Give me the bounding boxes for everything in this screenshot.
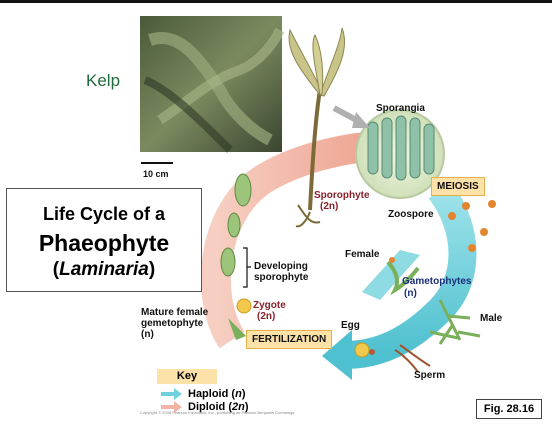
egg-label: Egg: [341, 320, 360, 331]
developing-label-2: sporophyte: [254, 272, 308, 283]
haploid-key-arrow: [161, 388, 182, 400]
haploid-key-row: Haploid (n): [188, 388, 245, 400]
mature-female-label-1: Mature female: [141, 307, 208, 318]
sporophyte-ploidy: (2n): [320, 201, 338, 212]
fertilization-tag: FERTILIZATION: [246, 330, 332, 349]
scale-bar: [141, 162, 173, 164]
sporangia-label: Sporangia: [376, 103, 425, 114]
copyright-text: Copyright © 2008 Pearson Education, Inc.…: [140, 410, 295, 415]
zygote-ploidy: (2n): [257, 311, 275, 322]
meiosis-tag: MEIOSIS: [431, 177, 485, 196]
kelp-photo: [140, 16, 282, 152]
female-label: Female: [345, 249, 379, 260]
sperm-label: Sperm: [414, 370, 445, 381]
title-line-3: (Laminaria): [7, 259, 201, 281]
mature-female-label-2: gemetophyte: [141, 318, 203, 329]
title-box: Life Cycle of a Phaeophyte (Laminaria): [6, 188, 202, 292]
figure-label: Fig. 28.16: [476, 399, 542, 419]
title-line-1: Life Cycle of a: [7, 204, 201, 225]
scale-label: 10 cm: [143, 169, 169, 180]
sporophyte-label: Sporophyte: [314, 190, 370, 201]
mature-female-ploidy: (n): [141, 329, 154, 340]
developing-bracket: [243, 248, 251, 287]
title-line-2: Phaeophyte: [7, 230, 201, 257]
title-genus: Laminaria: [59, 259, 149, 280]
developing-label-1: Developing: [254, 261, 308, 272]
key-title: Key: [157, 369, 217, 384]
haploid-key-ploidy: n: [235, 388, 242, 400]
kelp-label: Kelp: [86, 71, 120, 91]
haploid-key-label: Haploid: [188, 388, 228, 400]
zoospore-label: Zoospore: [388, 209, 434, 220]
zygote-label: Zygote: [253, 300, 286, 311]
gametophytes-label: Gametophytes: [402, 276, 471, 287]
male-label: Male: [480, 313, 502, 324]
gametophytes-ploidy: (n): [404, 288, 417, 299]
